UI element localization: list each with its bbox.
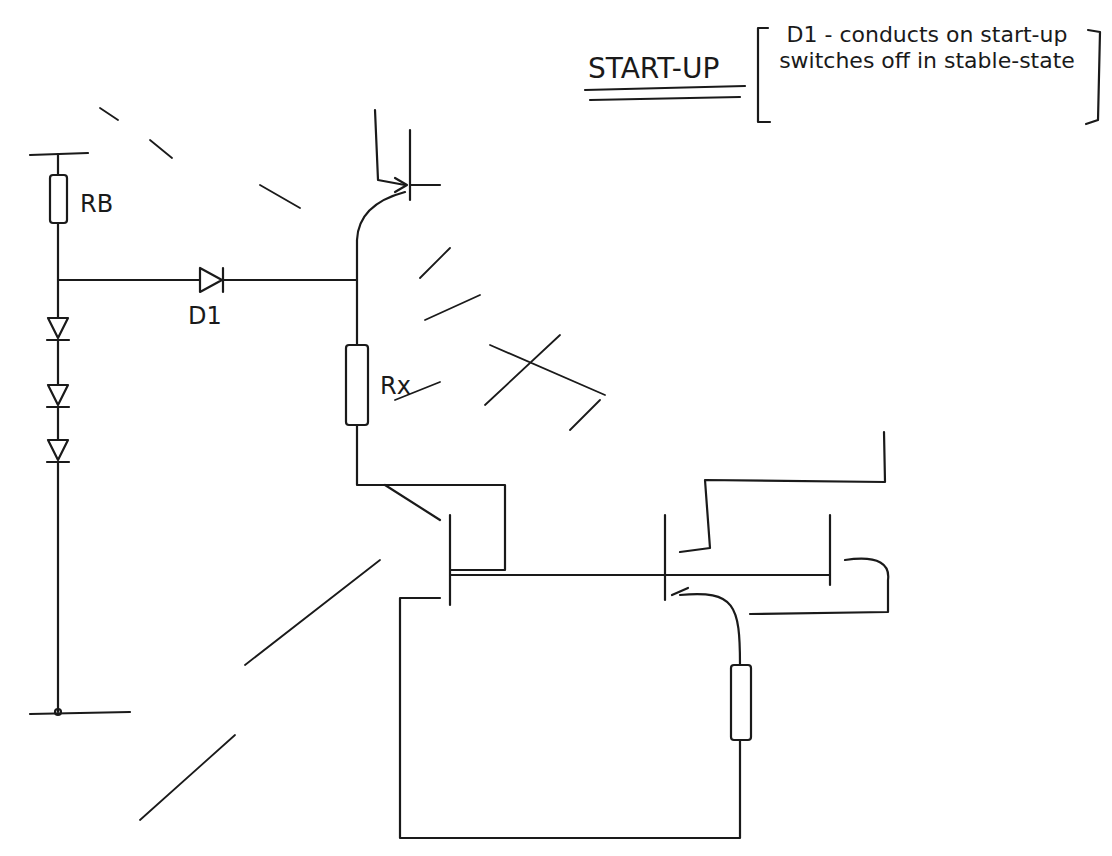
resistor-symbol — [346, 345, 368, 425]
wire — [223, 279, 357, 281]
diode-symbol — [200, 268, 222, 292]
underline — [585, 86, 745, 90]
diode-symbol — [48, 440, 68, 460]
transistor-symbol — [385, 485, 440, 520]
wire — [57, 280, 59, 318]
component-label: D1 — [188, 302, 222, 331]
pencil-stroke — [100, 108, 300, 208]
wire — [357, 192, 405, 345]
transistor-symbol — [375, 110, 405, 185]
resistor-symbol — [50, 175, 67, 223]
note-bracket — [1086, 30, 1100, 124]
margin-note: D1 - conducts on start-up switches off i… — [772, 22, 1082, 75]
diode-symbol — [47, 340, 69, 385]
underline — [590, 97, 740, 100]
wire — [58, 223, 200, 280]
diode-symbol — [48, 385, 68, 405]
wire — [680, 594, 740, 665]
resistor-symbol — [731, 665, 751, 740]
wire — [680, 432, 885, 552]
component-label: Rx — [380, 372, 411, 401]
transistor-symbol — [829, 515, 831, 585]
wire — [385, 485, 505, 570]
wire — [665, 574, 830, 576]
wire — [450, 574, 665, 576]
diode-symbol — [47, 462, 69, 712]
pencil-stroke — [140, 248, 480, 820]
wire — [750, 559, 888, 614]
wire — [410, 184, 440, 186]
note-bracket — [758, 28, 770, 122]
component-label: RB — [80, 190, 113, 219]
ground-rail — [30, 712, 130, 714]
pencil-stroke — [395, 335, 605, 430]
diode-symbol — [48, 318, 68, 338]
transistor-symbol — [664, 515, 666, 600]
wire — [57, 154, 59, 175]
transistor-symbol — [395, 178, 407, 192]
wire — [400, 598, 740, 838]
transistor-symbol — [672, 588, 688, 595]
transistor-symbol — [449, 515, 451, 605]
diode-symbol — [47, 407, 69, 440]
wire — [357, 425, 385, 485]
heading-note: START-UP — [588, 52, 719, 86]
transistor-symbol — [409, 130, 411, 200]
